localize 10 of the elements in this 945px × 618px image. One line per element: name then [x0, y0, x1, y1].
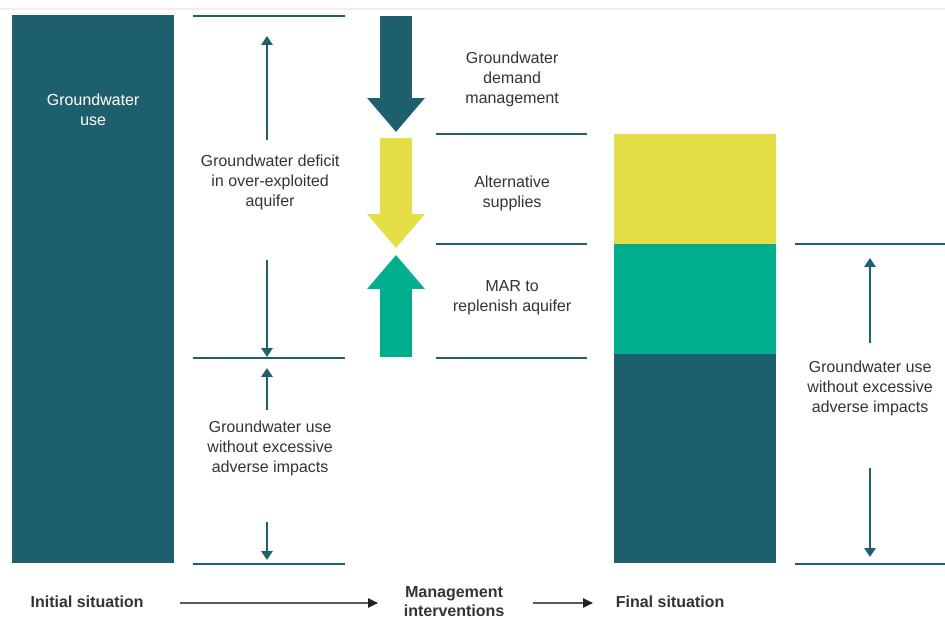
bar — [614, 354, 776, 563]
arrow — [180, 598, 378, 608]
bar-label: Groundwater use — [46, 91, 140, 131]
stage-label: Management interventions — [385, 582, 523, 618]
bar — [614, 134, 776, 244]
bar — [614, 244, 776, 354]
arrow — [533, 598, 593, 608]
stage-label: Initial situation — [12, 590, 162, 614]
stage-label: Final situation — [600, 590, 740, 614]
bar — [12, 15, 174, 563]
